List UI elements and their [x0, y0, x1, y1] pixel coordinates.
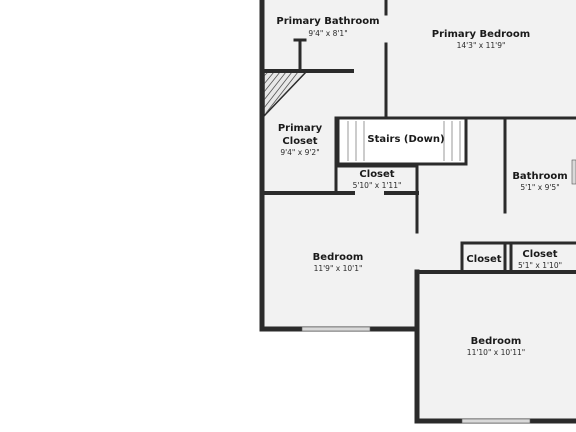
small-closet-name: Closet [466, 254, 501, 265]
hall-closet-name: Closet [359, 169, 394, 180]
primary-bedroom-dims: 14'3" x 11'9" [457, 41, 506, 50]
bathroom-name: Bathroom [512, 171, 567, 182]
floor-areas [262, 0, 576, 421]
bedroom-right-name: Bedroom [471, 336, 522, 347]
primary-closet-name-line2: Closet [282, 136, 317, 147]
primary-closet-dims: 9'4" x 9'2" [280, 148, 319, 157]
bathroom-dims: 5'1" x 9'5" [520, 183, 559, 192]
walls [259, 0, 576, 424]
right-closet-dims: 5'1" x 1'10" [518, 261, 562, 270]
right-closet-name: Closet [522, 249, 557, 260]
bedroom-left-dims: 11'9" x 10'1" [314, 264, 363, 273]
window-bedroom-left [301, 326, 371, 332]
room-labels: Primary Bathroom 9'4" x 8'1" Primary Bed… [276, 16, 567, 357]
primary-closet-name-line1: Primary [278, 123, 323, 134]
primary-bedroom-name: Primary Bedroom [432, 29, 530, 40]
right-floor-area [416, 165, 576, 421]
bedroom-left-name: Bedroom [313, 252, 364, 263]
hall-closet-dims: 5'10" x 1'11" [353, 181, 402, 190]
primary-bathroom-dims: 9'4" x 8'1" [308, 29, 347, 38]
primary-bathroom-name: Primary Bathroom [276, 16, 379, 27]
bedroom-right-dims: 11'10" x 10'11" [467, 348, 525, 357]
window-bedroom-right [461, 418, 531, 424]
stairs-name: Stairs (Down) [367, 134, 444, 145]
bedroom-left-floor [262, 193, 416, 329]
windows [301, 159, 576, 424]
window-bathroom [571, 159, 576, 185]
